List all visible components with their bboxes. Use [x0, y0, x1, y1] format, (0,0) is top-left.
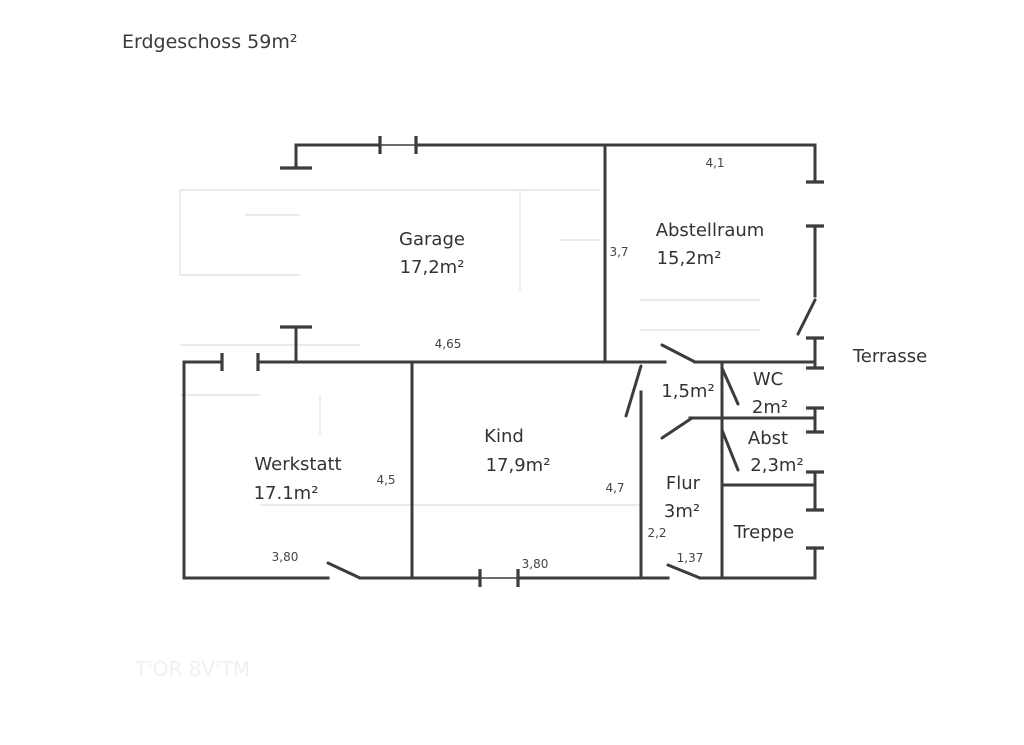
- garage-label: Garage: [399, 229, 465, 250]
- dim-garage-width: 4,65: [435, 337, 462, 351]
- kind-area: 17,9m²: [486, 455, 551, 476]
- werkstatt-label: Werkstatt: [254, 454, 341, 475]
- flur-area: 3m²: [664, 501, 700, 522]
- abstellraum-area: 15,2m²: [657, 248, 722, 269]
- wc-label: WC: [753, 369, 783, 390]
- abst-label: Abst: [748, 428, 788, 449]
- werkstatt-door: [326, 561, 362, 580]
- abstellraum-label: Abstellraum: [656, 220, 765, 241]
- kind-label: Kind: [484, 426, 524, 447]
- terrace-door: [796, 298, 817, 336]
- wall-jambs: [220, 136, 824, 587]
- plan-title: Erdgeschoss 59m²: [122, 31, 297, 53]
- dim-abstellraum-width: 4,1: [705, 156, 724, 170]
- werkstatt-area: 17.1m²: [254, 483, 319, 504]
- wc-area: 2m²: [752, 397, 788, 418]
- dim-werkstatt-depth: 4,5: [376, 473, 395, 487]
- flur-label: Flur: [666, 473, 701, 494]
- walls: [182, 143, 817, 580]
- doors: [326, 298, 817, 580]
- entrance-door: [666, 563, 702, 580]
- vorraum-door: [660, 343, 697, 364]
- garage-area: 17,2m²: [400, 257, 465, 278]
- dim-kind-depth: 4,7: [605, 481, 624, 495]
- dim-flur-width: 1,37: [677, 551, 704, 565]
- dim-flur-depth: 2,2: [647, 526, 666, 540]
- vorraum-area: 1,5m²: [661, 381, 714, 402]
- dim-werkstatt-width: 3,80: [272, 550, 299, 564]
- terrasse-label: Terrasse: [852, 346, 927, 367]
- flur-door: [660, 416, 694, 440]
- bleed-through-text: T'OR 8V'TM: [134, 657, 250, 681]
- dim-abstellraum-depth: 3,7: [609, 245, 628, 259]
- abst-area: 2,3m²: [750, 455, 803, 476]
- wc-door: [720, 366, 740, 406]
- abst-door: [720, 428, 740, 472]
- kind-door: [624, 364, 643, 418]
- dim-kind-width: 3,80: [522, 557, 549, 571]
- treppe-label: Treppe: [733, 522, 794, 543]
